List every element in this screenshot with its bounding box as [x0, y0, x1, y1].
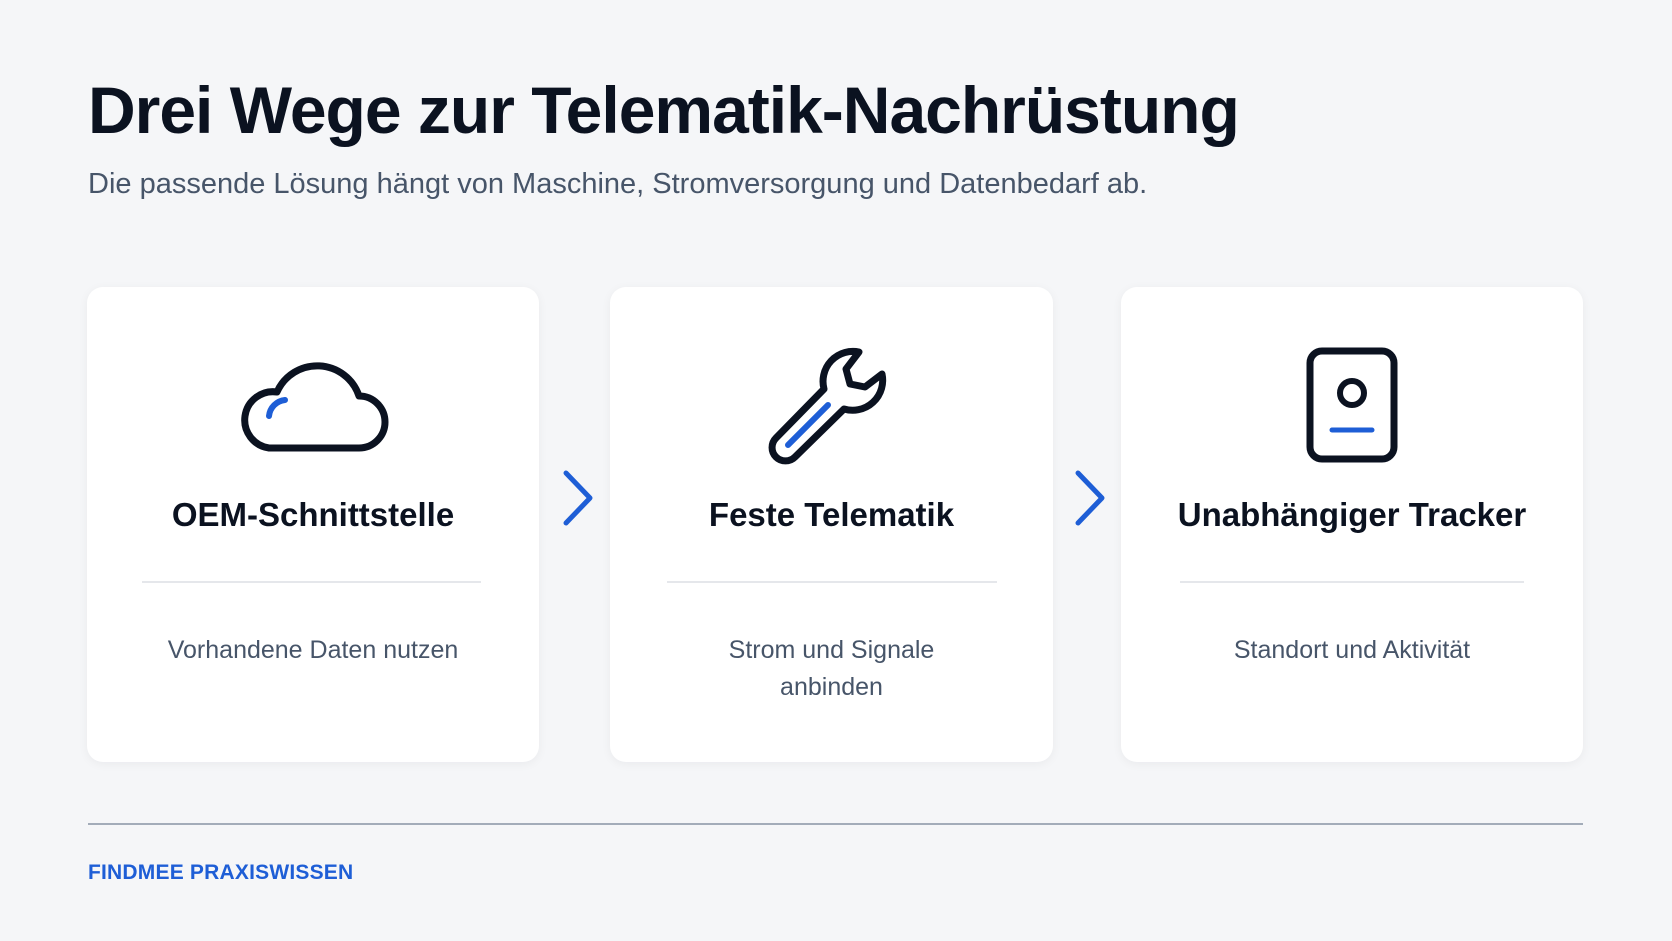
card-divider: [667, 581, 997, 583]
card-fixed-telematics: [610, 287, 1053, 762]
page-title: Drei Wege zur Telematik-Nachrüstung: [88, 73, 1240, 147]
card-divider: [142, 581, 481, 583]
card-description-oem: Vorhandene Daten nutzen: [167, 636, 459, 664]
tracker-icon: [1121, 342, 1583, 472]
card-description-tracker: Standort und Aktivität: [1233, 636, 1471, 664]
page-subtitle: Die passende Lösung hängt von Maschine, …: [88, 168, 1148, 200]
card-title-oem: OEM-Schnittstelle: [171, 496, 455, 533]
card-title-fixed: Feste Telematik: [708, 496, 955, 533]
footer-divider: [88, 823, 1583, 825]
footer-brand: FINDMEE PRAXISWISSEN: [88, 861, 354, 884]
card-divider: [1180, 581, 1524, 583]
card-independent-tracker: [1121, 287, 1583, 762]
card-description-fixed: Strom und Signale anbinden: [728, 636, 935, 701]
card-title-tracker: Unabhängiger Tracker: [1177, 496, 1527, 533]
chevron-right-icon: [1075, 470, 1105, 526]
cloud-icon: [87, 342, 539, 472]
card-oem-interface: [87, 287, 539, 762]
chevron-right-icon: [563, 470, 593, 526]
wrench-icon: [610, 342, 1053, 472]
